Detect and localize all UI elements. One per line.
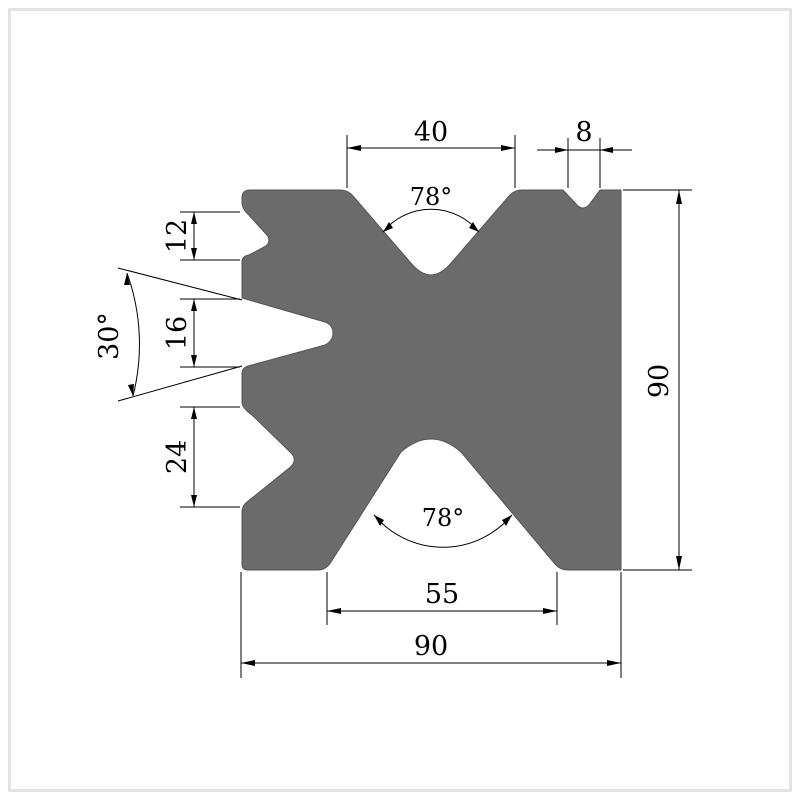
dim-top-v-opening: 40 — [414, 117, 448, 148]
die-profile — [241, 189, 622, 571]
dim-side-groove-middle: 16 — [162, 316, 193, 350]
dim-side-groove-angle: 30° — [94, 312, 125, 360]
dim-bottom-v-opening: 55 — [425, 579, 459, 610]
dim-bottom-v-angle: 78° — [422, 504, 465, 532]
dim-small-groove-width: 8 — [575, 117, 592, 148]
dim-side-groove-lower: 24 — [162, 440, 193, 474]
dim-side-groove-upper: 12 — [162, 219, 193, 253]
dim-top-v-angle: 78° — [410, 183, 453, 211]
dim-overall-height: 90 — [644, 364, 675, 398]
image-border — [8, 8, 792, 792]
dim-overall-width: 90 — [414, 631, 448, 662]
